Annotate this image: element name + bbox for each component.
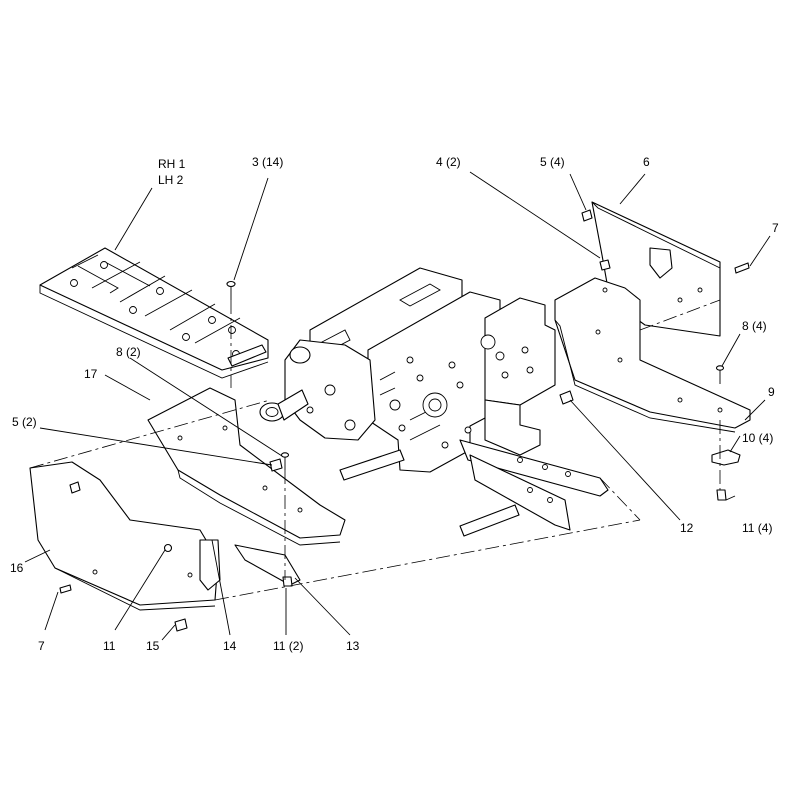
callout-3: 3 (14)	[252, 155, 283, 169]
callout-14: 14	[223, 639, 237, 653]
callout-5-lh: 5 (2)	[12, 415, 37, 429]
callout-12: 12	[680, 521, 694, 535]
footrest-panel	[39, 247, 269, 379]
callout-8-lh: 8 (2)	[116, 345, 141, 359]
callout-rh-1: RH 1	[158, 157, 186, 171]
callout-16: 16	[10, 561, 24, 575]
callout-17: 17	[84, 367, 98, 381]
callout-lh-2: LH 2	[158, 173, 184, 187]
callout-11-lh: 11	[103, 639, 116, 653]
callout-8-rh: 8 (4)	[742, 319, 767, 333]
callout-4: 4 (2)	[436, 155, 461, 169]
callout-7-lh: 7	[38, 639, 45, 653]
cover-panel-17	[147, 387, 346, 546]
callout-6: 6	[643, 155, 650, 169]
transmission	[259, 339, 376, 441]
callout-13: 13	[346, 639, 360, 653]
leader-lines	[24, 171, 771, 641]
callout-5-rh: 5 (4)	[540, 155, 565, 169]
callout-11-rh: 11 (4)	[742, 521, 772, 535]
callout-9: 9	[768, 385, 775, 399]
callout-10: 10 (4)	[742, 431, 773, 445]
bolt-3	[226, 280, 236, 388]
lh-hardware	[29, 399, 641, 632]
callout-7-rh: 7	[772, 221, 779, 235]
callout-labels: RH 1 LH 2 3 (14) 4 (2) 5 (4) 6 7 8 (4) 9…	[10, 155, 779, 653]
callout-15: 15	[146, 639, 160, 653]
rh-hardware	[559, 209, 750, 501]
callout-11-center: 11 (2)	[273, 639, 303, 653]
main-frame	[309, 267, 609, 537]
